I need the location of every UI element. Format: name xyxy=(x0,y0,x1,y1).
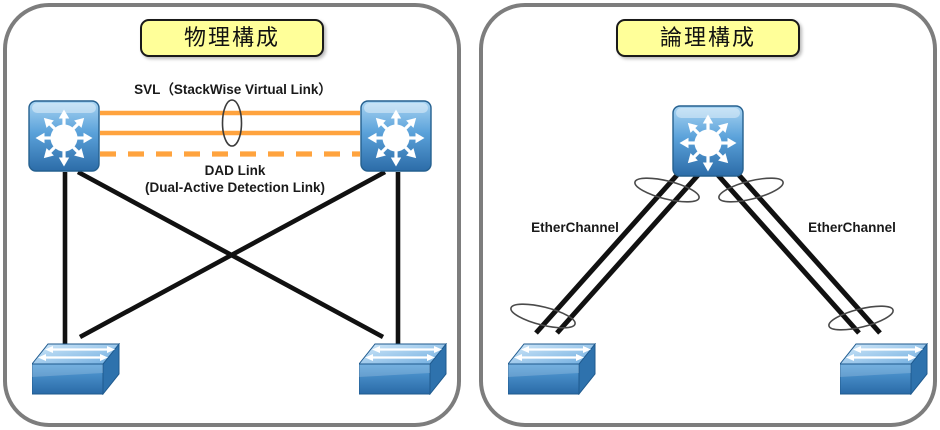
bundle-ellipse-icon xyxy=(510,303,576,329)
etherchannel-right-line-2 xyxy=(736,172,882,335)
etherchannel-right-label: EtherChannel xyxy=(808,220,896,235)
workgroup-switch-icon xyxy=(359,343,447,395)
bundle-ellipse-icon xyxy=(221,99,243,147)
logical-config-title: 論理構成 xyxy=(616,19,800,57)
layer3-switch-icon xyxy=(360,100,432,172)
physical-config-title: 物理構成 xyxy=(140,19,324,57)
svl-label: SVL（StackWise Virtual Link） xyxy=(134,82,332,97)
etherchannel-left-line-2 xyxy=(555,172,701,335)
dad-link-label-line2: (Dual-Active Detection Link) xyxy=(144,180,326,195)
dad-link-label-line1: DAD Link xyxy=(204,163,266,178)
logical-config-panel: 論理構成 EtherChannel EtherChannel xyxy=(479,3,937,427)
svl-links xyxy=(100,110,360,157)
etherchannel-right-line-1 xyxy=(715,172,861,335)
etherchannel-left-line-1 xyxy=(534,172,680,335)
layer3-switch-icon xyxy=(672,105,744,177)
downlink-line-cross-2 xyxy=(78,169,387,340)
bundle-ellipses xyxy=(510,177,894,331)
workgroup-switch-icon xyxy=(32,343,120,395)
etherchannel-lines xyxy=(534,172,882,335)
dad-link-label: DAD Link (Dual-Active Detection Link) xyxy=(85,162,385,196)
physical-diagram xyxy=(28,99,447,395)
etherchannel-left-label: EtherChannel xyxy=(531,220,619,235)
bundle-ellipse-icon xyxy=(828,305,894,331)
bundle-ellipse-icon xyxy=(634,177,700,203)
physical-config-panel: 物理構成 SVL（StackWise Virtual Link） xyxy=(3,3,461,427)
logical-diagram xyxy=(508,105,928,395)
workgroup-switch-icon xyxy=(508,343,596,395)
bundle-ellipse-icon xyxy=(718,177,784,203)
workgroup-switch-icon xyxy=(840,343,928,395)
layer3-switch-icon xyxy=(28,100,100,172)
downlink-lines xyxy=(62,169,401,348)
